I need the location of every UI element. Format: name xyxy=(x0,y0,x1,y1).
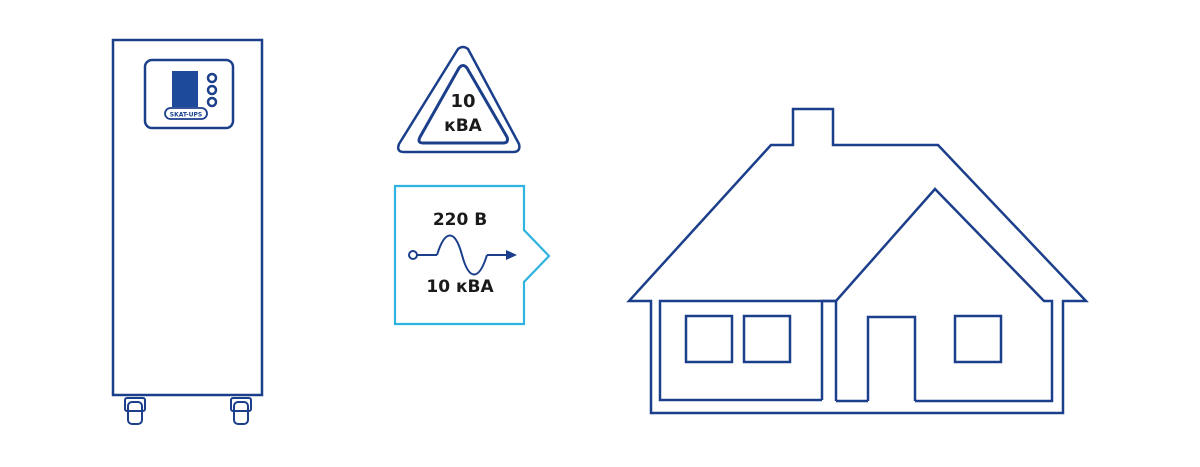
badge-power-value: 10 xyxy=(450,91,475,112)
ups-display-screen xyxy=(172,71,198,107)
ups-brand-label: SKAT-UPS xyxy=(170,112,202,119)
ups-body xyxy=(111,38,264,397)
badge-inner-triangle xyxy=(417,64,509,145)
house-window-1 xyxy=(684,314,734,364)
ups-indicator-led-3 xyxy=(206,96,218,108)
power-badge: 10 кВА xyxy=(396,45,521,154)
output-panel-border xyxy=(393,184,551,326)
ups-indicator-led-2 xyxy=(206,84,218,96)
house-gable-outline xyxy=(820,187,1054,403)
output-voltage: 220 В xyxy=(433,210,487,230)
badge-power-unit: кВА xyxy=(444,116,482,136)
ups-caster-left xyxy=(122,394,148,425)
ups-brand-plate xyxy=(164,107,208,120)
house-left-wing-outline xyxy=(658,299,836,402)
house-illustration xyxy=(626,107,1089,415)
output-power: 10 кВА xyxy=(426,277,494,297)
ups-cabinet xyxy=(111,38,264,425)
badge-outer-triangle xyxy=(396,45,521,154)
ups-control-panel xyxy=(143,58,235,130)
ups-caster-right xyxy=(228,394,254,425)
house-outer-outline xyxy=(626,107,1089,415)
ac-sine-arrow-icon xyxy=(408,234,517,276)
house-window-2 xyxy=(742,314,792,364)
house-door xyxy=(866,315,917,401)
ups-indicator-led-1 xyxy=(206,72,218,84)
house-window-3 xyxy=(953,314,1003,364)
output-info-panel: 220 В 10 кВА xyxy=(393,184,551,326)
